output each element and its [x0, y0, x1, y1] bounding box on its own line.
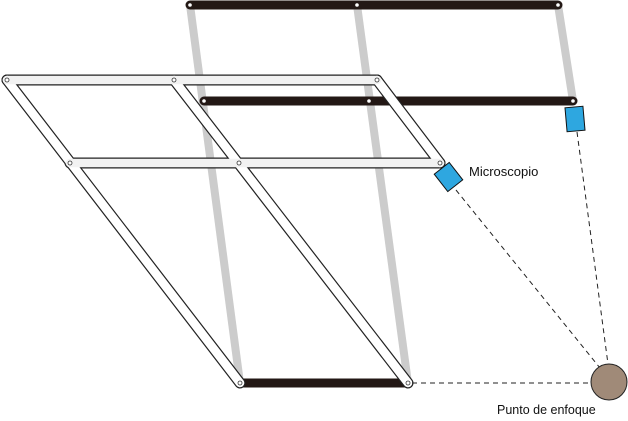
- microscope-icon-top: [564, 105, 586, 133]
- dark-bar-joints: [188, 3, 575, 103]
- gray-posts: [186, 4, 577, 384]
- microscope-icon: [433, 161, 464, 193]
- white-frame: [1, 74, 446, 389]
- gray-post-left: [186, 4, 244, 384]
- focus-point-label: Punto de enfoque: [497, 403, 596, 417]
- white-frame-joints: [4, 77, 443, 386]
- focus-point-circle: [590, 363, 628, 401]
- gray-post-right: [554, 4, 577, 102]
- gray-post-middle: [353, 4, 412, 384]
- sight-lines: [412, 131, 609, 384]
- microscope-label: Microscopio: [469, 164, 539, 179]
